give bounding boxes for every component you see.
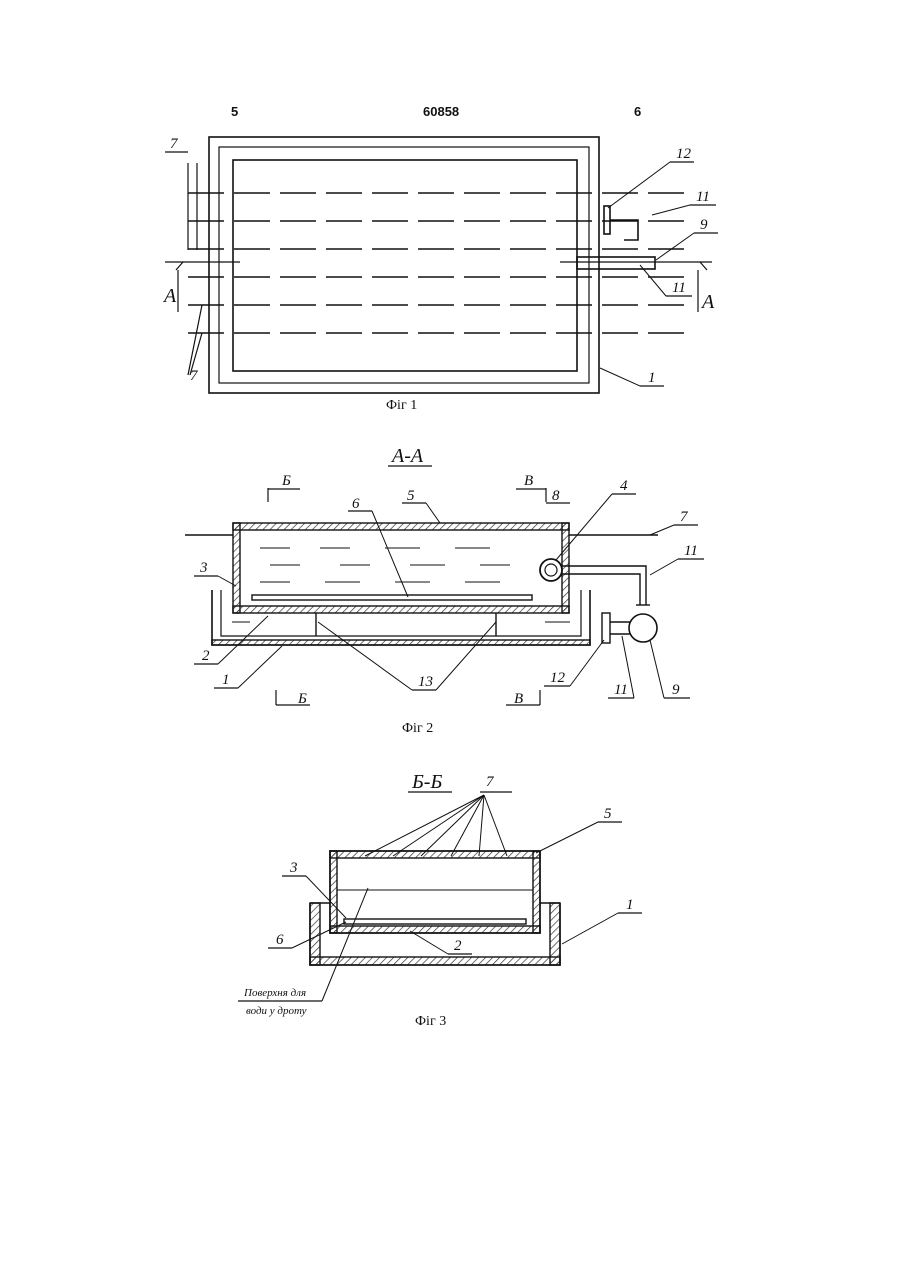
figure-3	[310, 851, 560, 965]
inner-tank-outline	[233, 160, 577, 371]
outer-tank-inner-wall	[219, 147, 589, 383]
label-7: 7	[680, 509, 689, 525]
label-6: 6	[352, 496, 360, 512]
section-label-left: A	[162, 285, 177, 307]
figure-3-labels: Б-Б 7 5 3 1 6 2 Поверхня для води у дрот…	[238, 771, 642, 1017]
flange-12	[602, 613, 610, 643]
pump-9	[629, 614, 657, 642]
label-9: 9	[672, 682, 680, 698]
bottom-2	[233, 606, 569, 613]
section-label-right: A	[700, 291, 715, 313]
cut-b-top: Б	[281, 473, 291, 489]
label-1: 1	[648, 370, 656, 386]
label-3: 3	[289, 860, 298, 876]
label-11-bottom: 11	[614, 682, 628, 698]
figure-1	[165, 137, 712, 393]
label-6: 6	[276, 932, 284, 948]
label-8: 8	[552, 488, 560, 504]
figure-2-caption: Фіг 2	[402, 721, 433, 737]
figure-2	[185, 523, 658, 645]
label-11-bottom: 11	[672, 280, 686, 296]
note-line-2: води у дроту	[246, 1005, 307, 1017]
outer-tank-outline	[209, 137, 599, 393]
pipe-lines	[188, 193, 688, 333]
note-line-1: Поверхня для	[243, 987, 306, 999]
label-12: 12	[676, 146, 692, 162]
inner-tank-section	[330, 851, 540, 933]
label-5: 5	[604, 806, 612, 822]
label-9: 9	[700, 217, 708, 233]
label-11-top: 11	[684, 543, 698, 559]
label-2: 2	[454, 938, 462, 954]
label-2: 2	[202, 648, 210, 664]
cut-v-top: В	[524, 473, 533, 489]
section-title-BB: Б-Б	[411, 771, 442, 793]
section-title-AA: А-А	[390, 445, 424, 467]
figure-1-caption: Фіг 1	[386, 398, 417, 414]
plate-6	[252, 595, 532, 600]
pipe-leaders	[365, 795, 507, 856]
figure-1-labels: 7 12 11 9 11 7 1 A A	[162, 136, 718, 386]
label-7-bottom: 7	[190, 368, 199, 384]
label-11-top: 11	[696, 189, 710, 205]
figure-3-caption: Фіг 3	[415, 1014, 446, 1030]
label-5: 5	[407, 488, 415, 504]
outer-tank-section	[212, 590, 590, 645]
label-3: 3	[199, 560, 208, 576]
figure-2-labels: А-А Б В 6 5 8 4 7 11 3 2 1 13	[194, 445, 704, 707]
plate-6	[344, 919, 526, 924]
label-4: 4	[620, 478, 628, 494]
label-12: 12	[550, 670, 566, 686]
label-1: 1	[222, 672, 230, 688]
label-13: 13	[418, 674, 433, 690]
nozzle-4	[540, 559, 562, 581]
label-7: 7	[486, 774, 495, 790]
label-1: 1	[626, 897, 634, 913]
outer-tank-section	[310, 903, 560, 965]
label-7-top: 7	[170, 136, 179, 152]
lid-5	[233, 523, 569, 530]
flange-12	[604, 206, 610, 234]
pipe-11-top	[562, 566, 646, 605]
pipe-11	[610, 220, 638, 240]
